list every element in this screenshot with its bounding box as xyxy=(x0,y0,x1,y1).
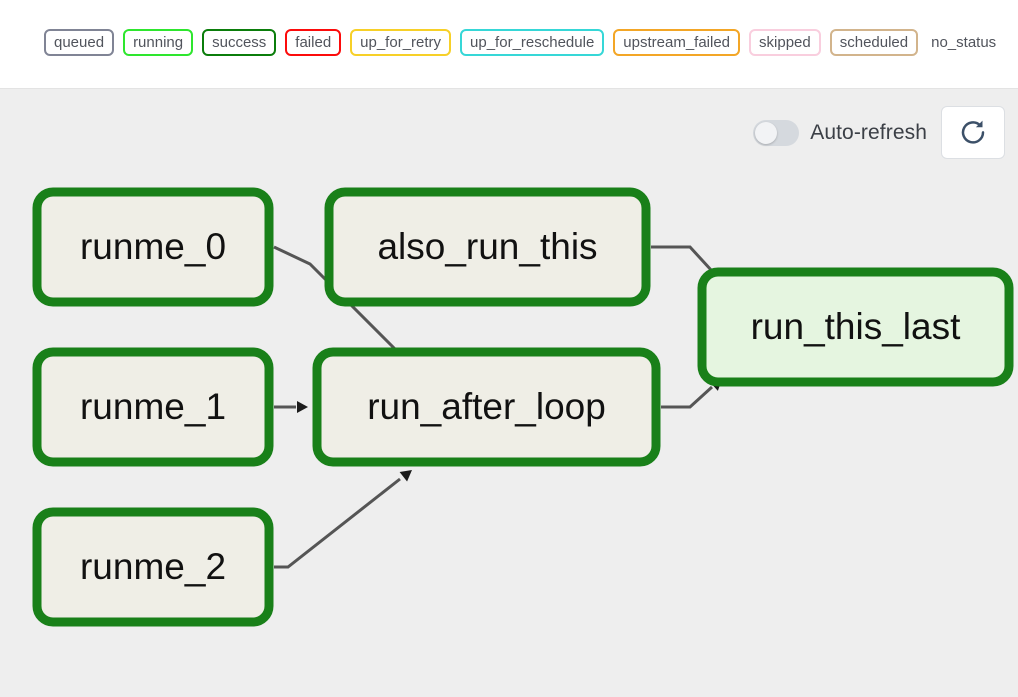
node-label: runme_2 xyxy=(80,546,226,587)
auto-refresh-control[interactable]: Auto-refresh xyxy=(753,119,927,146)
toggle-switch-off-icon[interactable] xyxy=(753,119,800,146)
dag-node-runme-0[interactable]: runme_0 xyxy=(32,187,274,307)
node-label: runme_0 xyxy=(80,226,226,267)
graph-toolbar: Auto-refresh xyxy=(753,106,1005,159)
legend-badge-skipped[interactable]: skipped xyxy=(749,29,821,56)
node-label: run_after_loop xyxy=(367,386,606,427)
dag-graph-panel: Auto-refresh runme_0 runme_1 runme_2 also_r… xyxy=(0,88,1018,697)
legend-badge-failed[interactable]: failed xyxy=(285,29,342,56)
status-legend-bar: queued running success failed up_for_retry up… xyxy=(0,0,1018,88)
node-label: run_this_last xyxy=(751,306,962,347)
auto-refresh-label: Auto-refresh xyxy=(810,120,927,144)
dag-node-runme-1[interactable]: runme_1 xyxy=(32,347,274,467)
dag-node-run-after-loop[interactable]: run_after_loop xyxy=(312,347,661,467)
legend-badge-scheduled[interactable]: scheduled xyxy=(829,29,919,56)
edge-runme_2-to-run_after_loop[interactable] xyxy=(274,477,401,569)
node-box[interactable] xyxy=(697,267,1014,387)
status-legend-list: queued running success failed up_for_retry up… xyxy=(44,29,1007,56)
legend-badge-upstream-failed[interactable]: upstream_failed xyxy=(613,29,741,56)
dag-node-also-run-this[interactable]: also_run_this xyxy=(324,187,651,307)
dag-node-run-this-last[interactable]: run_this_last xyxy=(697,267,1014,387)
legend-badge-no-status[interactable]: no_status xyxy=(927,29,1007,56)
node-box[interactable] xyxy=(32,507,274,627)
edge-runme_0-to-run_after_loop[interactable] xyxy=(273,245,402,356)
toggle-knob xyxy=(755,121,778,144)
node-box[interactable] xyxy=(312,347,661,467)
legend-badge-queued[interactable]: queued xyxy=(44,29,115,56)
legend-badge-running[interactable]: running xyxy=(123,29,194,56)
node-label: runme_1 xyxy=(80,386,226,427)
edge-arrowhead xyxy=(399,470,412,482)
legend-badge-up-for-retry[interactable]: up_for_retry xyxy=(350,29,452,56)
node-box[interactable] xyxy=(32,187,274,307)
node-box[interactable] xyxy=(32,347,274,467)
dag-canvas[interactable]: runme_0 runme_1 runme_2 also_run_this run_af… xyxy=(0,89,1018,697)
dag-nodes-layer: runme_0 runme_1 runme_2 also_run_this run_af… xyxy=(32,187,1014,627)
edge-run_after_loop-to-run_this_last[interactable] xyxy=(661,385,714,409)
edge-also_run_this-to-run_this_last[interactable] xyxy=(651,245,714,273)
edge-arrowhead xyxy=(297,400,308,414)
dag-node-runme-2[interactable]: runme_2 xyxy=(32,507,274,627)
legend-badge-success[interactable]: success xyxy=(202,29,277,56)
node-box[interactable] xyxy=(324,187,651,307)
legend-badge-up-for-reschedule[interactable]: up_for_reschedule xyxy=(460,29,605,56)
node-label: also_run_this xyxy=(377,226,597,267)
refresh-icon xyxy=(961,120,985,144)
refresh-button[interactable] xyxy=(941,106,1005,159)
